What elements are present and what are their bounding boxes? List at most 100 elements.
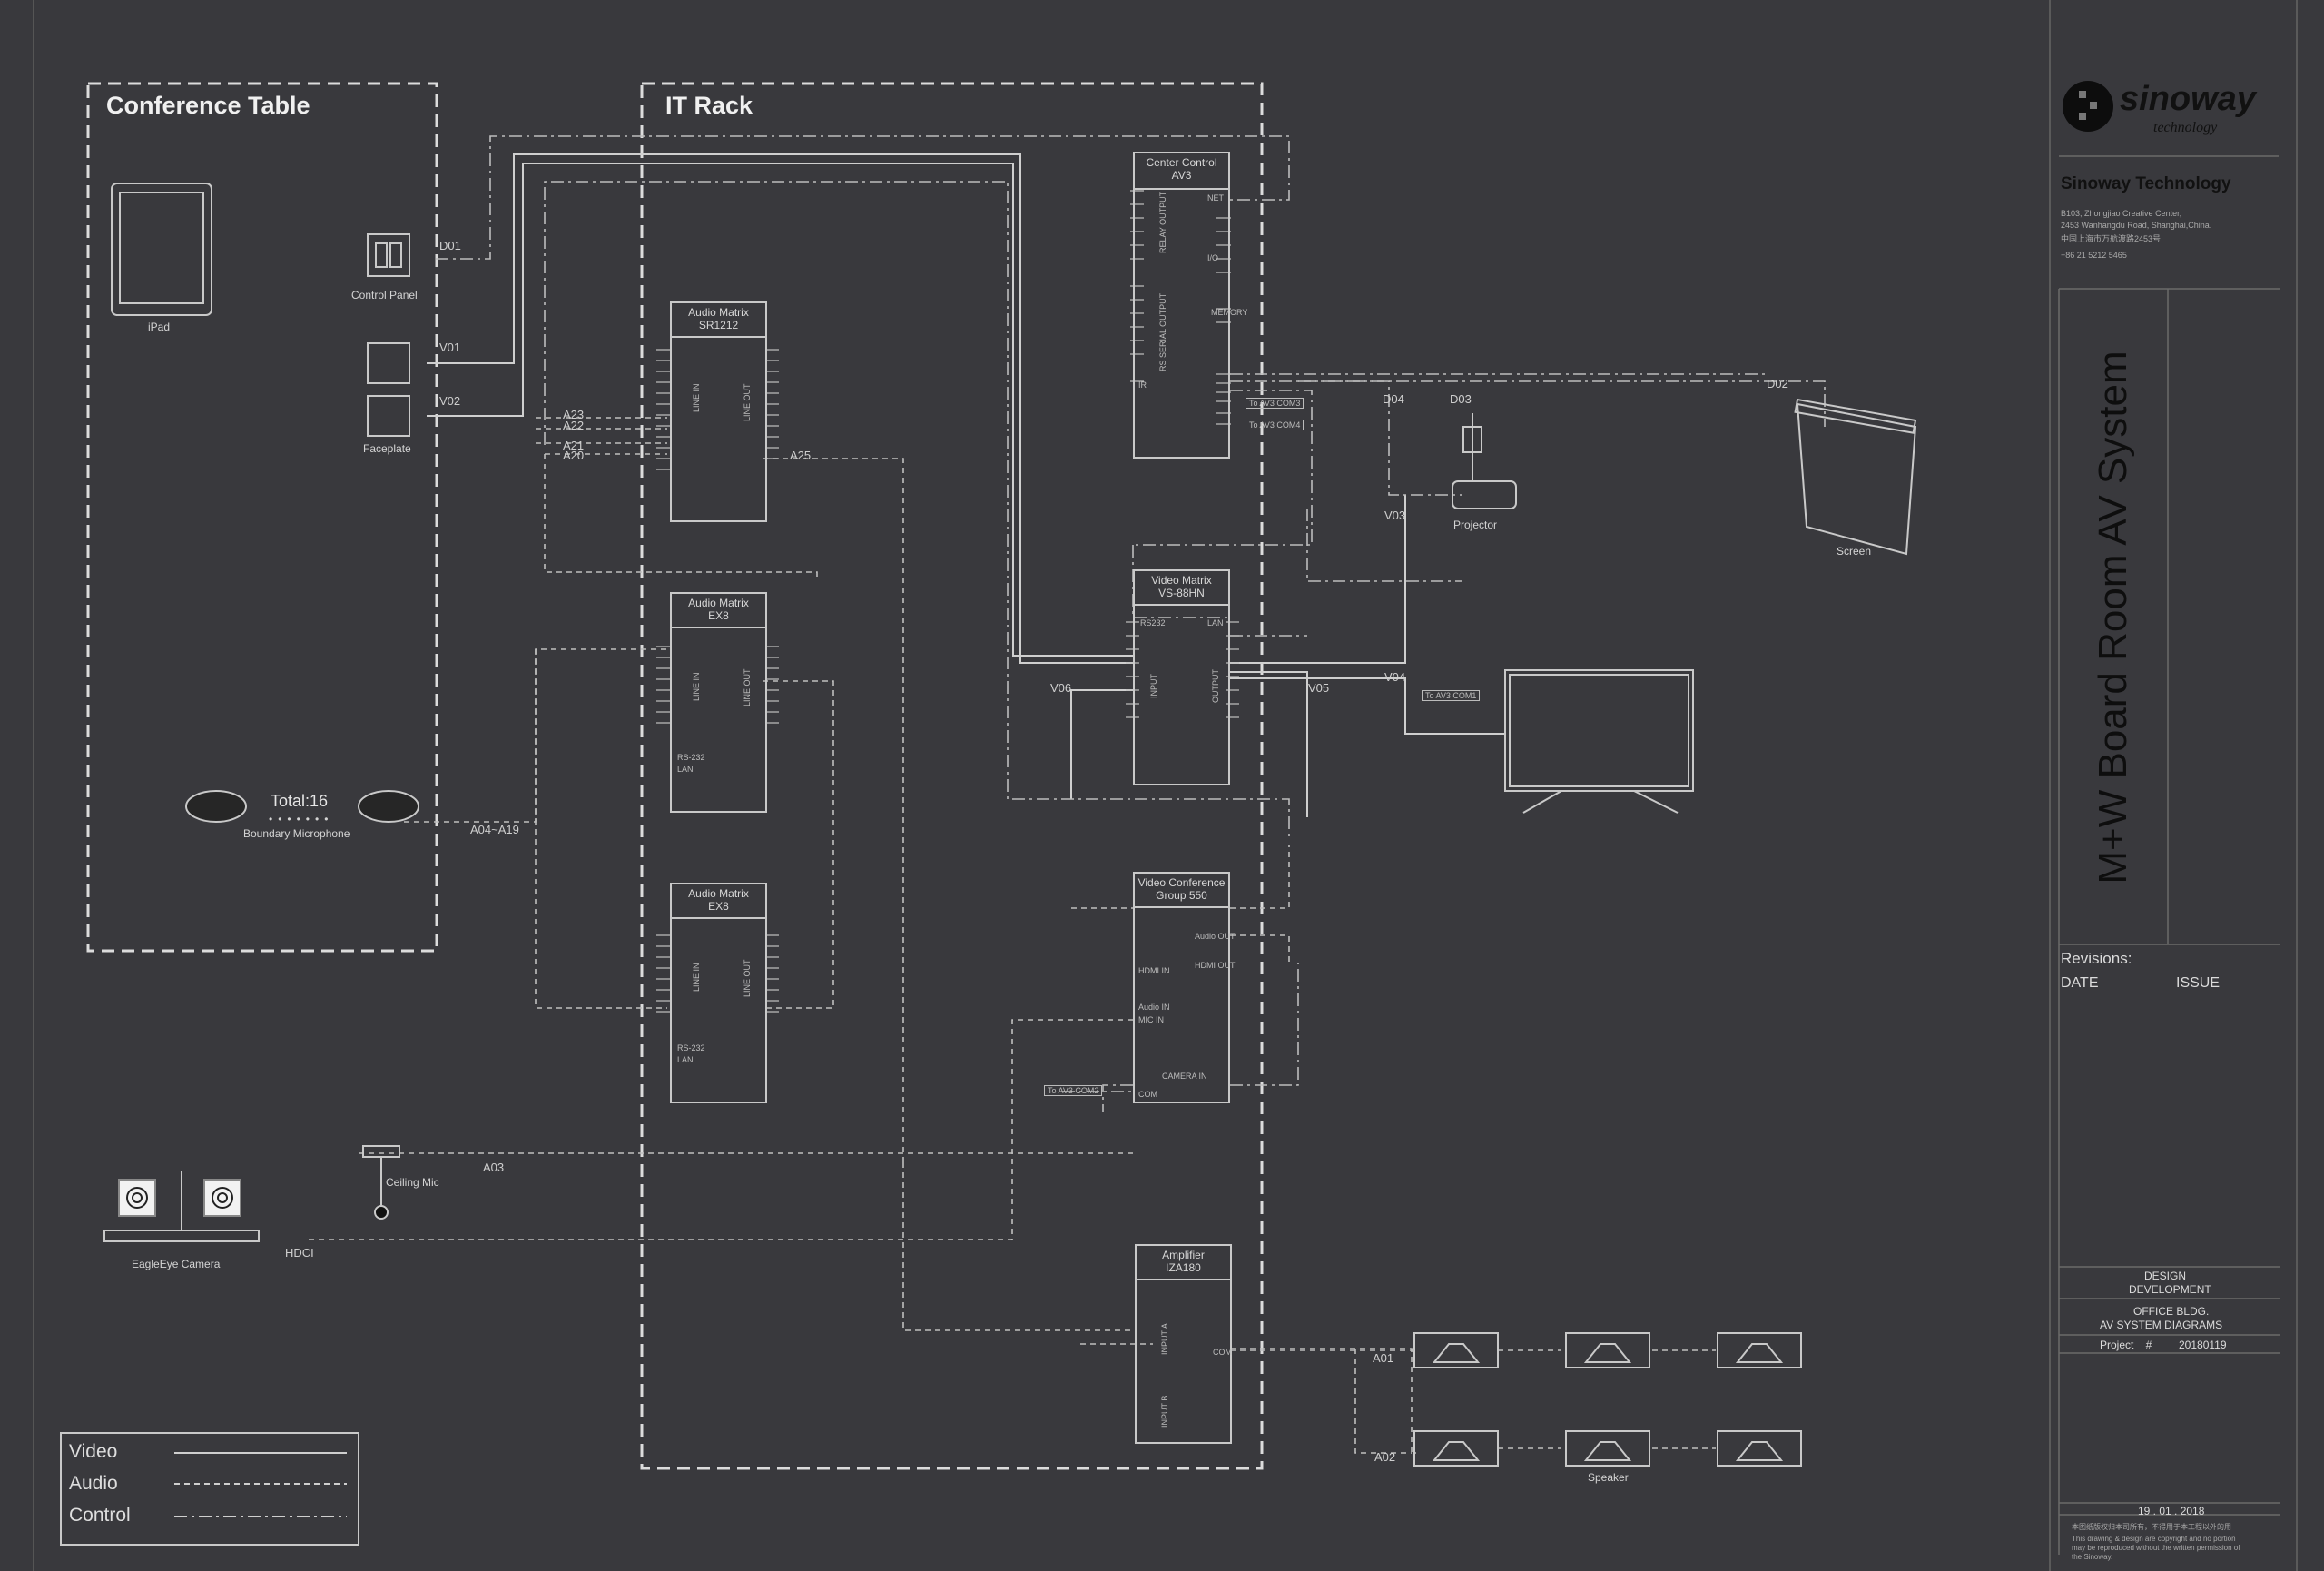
- drawing-date: 19 . 01 . 2018: [2138, 1505, 2205, 1517]
- cable-v01: V01: [439, 341, 461, 354]
- ex8-2-out-label: LINE OUT: [743, 959, 752, 997]
- cable-a25: A25: [790, 449, 812, 462]
- camera-label: EagleEye Camera: [132, 1258, 221, 1270]
- cc-net-label: NET: [1207, 193, 1224, 203]
- drawing-line-2: AV SYSTEM DIAGRAMS: [2100, 1319, 2223, 1331]
- center-control-box[interactable]: Center Control AV3 RELAY OUTPUT RS SERIA…: [1133, 152, 1247, 459]
- cable-a03: A03: [483, 1161, 505, 1174]
- amp-com-label: COM: [1213, 1348, 1232, 1357]
- cable-d02: D02: [1767, 377, 1788, 390]
- faceplate-label: Faceplate: [363, 442, 411, 455]
- screen-shape: [1796, 402, 1917, 556]
- legend-audio: Audio: [69, 1473, 118, 1494]
- control-panel-label: Control Panel: [351, 289, 418, 301]
- amplifier-title-1: Amplifier: [1162, 1249, 1205, 1261]
- legend-control: Control: [69, 1505, 131, 1526]
- legend-video: Video: [69, 1441, 118, 1462]
- audio-matrix-ex8-2-box[interactable]: Audio Matrix EX8 LINE IN LINE OUT RS-232…: [670, 883, 767, 1103]
- amp-input-b-label: INPUT B: [1160, 1395, 1169, 1428]
- design-line-2: DEVELOPMENT: [2129, 1283, 2211, 1296]
- ceiling-mic-label: Ceiling Mic: [386, 1176, 439, 1189]
- video-matrix-title-2: VS-88HN: [1158, 587, 1205, 599]
- cable-a01: A01: [1373, 1351, 1394, 1365]
- center-control-title-2: AV3: [1171, 169, 1192, 182]
- ipad-label: iPad: [148, 321, 171, 333]
- boundary-mic-total: Total:16: [271, 792, 329, 810]
- it-rack-title: IT Rack: [665, 92, 753, 119]
- audio-matrix-ex8-1-box[interactable]: Audio Matrix EX8 LINE IN LINE OUT RS-232…: [670, 592, 767, 813]
- cable-hdci: HDCI: [285, 1246, 314, 1260]
- copyright-line-1: 本图纸版权归本司所有，不得用于本工程以外的用: [2072, 1523, 2231, 1531]
- address-line-1: B103, Zhongjiao Creative Center,: [2061, 209, 2182, 218]
- amp-input-a-label: INPUT A: [1160, 1323, 1169, 1355]
- speaker-label: Speaker: [1588, 1471, 1629, 1484]
- issue-label: ISSUE: [2176, 975, 2221, 991]
- ex8-1-out-label: LINE OUT: [743, 668, 752, 706]
- cable-v03: V03: [1384, 509, 1406, 522]
- brand-sub: technology: [2153, 120, 2218, 135]
- tv-shape: [1504, 669, 1694, 792]
- cable-v05: V05: [1308, 681, 1330, 695]
- sr1212-title-1: Audio Matrix: [688, 306, 749, 319]
- sinoway-logo-mark: [2063, 81, 2113, 132]
- cc-ir-label: IR: [1138, 380, 1147, 390]
- vc-camera-label: CAMERA IN: [1162, 1072, 1207, 1081]
- ceiling-mic-shape: [362, 1145, 400, 1158]
- video-matrix-box[interactable]: Video Matrix VS-88HN RS232 LAN INPUT OUT…: [1133, 569, 1230, 786]
- ex8-2-title-1: Audio Matrix: [688, 887, 749, 900]
- tag-com-4: To AV3 COM4: [1246, 420, 1305, 430]
- cable-v06: V06: [1050, 681, 1072, 695]
- speaker-2-shape: [1565, 1332, 1650, 1368]
- cable-d04: D04: [1383, 392, 1404, 406]
- ex8-2-lan-label: LAN: [677, 1055, 694, 1064]
- address-line-3: 中国上海市万航渡路2453号: [2061, 234, 2162, 243]
- copyright-line-3: may be reproduced without the written pe…: [2072, 1544, 2240, 1552]
- amplifier-box[interactable]: Amplifier IZA180 INPUT A INPUT B COM: [1135, 1244, 1232, 1444]
- audio-lines: [309, 417, 1716, 1454]
- project-title: M+W Board Room AV System: [2091, 351, 2135, 884]
- vc-audio-in-label: Audio IN: [1138, 1003, 1170, 1012]
- sr1212-out-label: LINE OUT: [743, 383, 752, 421]
- camera-icon: [118, 1179, 156, 1217]
- cable-v04: V04: [1384, 670, 1406, 684]
- boundary-mic-right-shape: [358, 790, 419, 823]
- sr1212-in-label: LINE IN: [692, 383, 701, 412]
- ex8-2-title-2: EX8: [708, 900, 729, 913]
- ex8-1-lan-label: LAN: [677, 765, 694, 774]
- drawing-line-1: OFFICE BLDG.: [2133, 1305, 2210, 1318]
- video-lines: [427, 153, 1505, 817]
- ipad-shape: [111, 183, 212, 316]
- screen-label: Screen: [1837, 545, 1872, 558]
- center-control-title-1: Center Control: [1146, 156, 1217, 169]
- video-conference-box[interactable]: Video Conference Group 550 Audio OUT HDM…: [1133, 872, 1236, 1103]
- legend: Video Audio Control: [60, 1432, 359, 1546]
- cable-a20: A20: [563, 449, 585, 462]
- project-number-label: Project #: [2100, 1339, 2152, 1351]
- vc-com-label: COM: [1138, 1090, 1157, 1099]
- copyright-line-4: the Sinoway.: [2072, 1553, 2113, 1561]
- ex8-2-in-label: LINE IN: [692, 963, 701, 992]
- boundary-mic-left-shape: [185, 790, 247, 823]
- revisions-label: Revisions:: [2061, 950, 2132, 967]
- zone-borders: [86, 82, 1264, 1470]
- speaker-6-shape: [1717, 1430, 1802, 1467]
- projector-shape: [1452, 480, 1517, 509]
- phone: +86 21 5212 5465: [2061, 251, 2127, 260]
- speaker-4-shape: [1413, 1430, 1499, 1467]
- camera-icon: [203, 1179, 241, 1217]
- brand-name: sinoway: [2120, 80, 2256, 118]
- audio-matrix-sr1212-box[interactable]: Audio Matrix SR1212 LINE IN LINE OUT: [670, 301, 767, 522]
- ex8-1-title-2: EX8: [708, 609, 729, 622]
- cc-relay-label: RELAY OUTPUT: [1158, 191, 1167, 253]
- copyright-line-2: This drawing & design are copyright and …: [2072, 1535, 2236, 1543]
- speaker-3-shape: [1717, 1332, 1802, 1368]
- cable-v02: V02: [439, 394, 461, 408]
- address-line-2: 2453 Wanhangdu Road, Shanghai,China.: [2061, 221, 2212, 230]
- amplifier-title-2: IZA180: [1166, 1261, 1201, 1274]
- sr1212-title-2: SR1212: [698, 319, 739, 331]
- vs-output-label: OUTPUT: [1211, 669, 1220, 703]
- it-rack-zone: [640, 82, 1264, 1470]
- control-lines: [436, 135, 1826, 1112]
- date-label: DATE: [2061, 975, 2099, 991]
